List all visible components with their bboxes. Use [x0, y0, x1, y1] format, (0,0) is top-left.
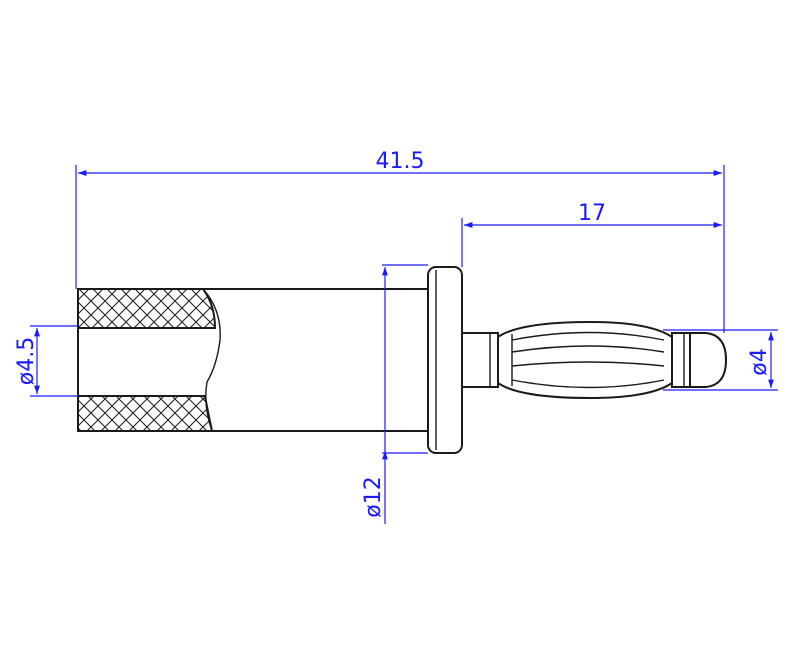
flange-diameter-label: ø12 [361, 476, 386, 517]
pin-diameter-label: ø4 [747, 348, 772, 375]
lamella-line-4 [511, 379, 665, 389]
lamella-line-2 [511, 345, 665, 353]
lamella-line-3 [511, 361, 665, 367]
pin-neck [671, 332, 691, 388]
flange [427, 266, 463, 454]
part-outline [77, 266, 728, 454]
lamella-line-1 [511, 331, 665, 341]
pin-shank [461, 332, 499, 388]
dim-overall-length: 41.5 [75, 149, 725, 333]
plug-length-label: 17 [578, 201, 606, 226]
dim-bore-diameter: ø4.5 [14, 325, 78, 397]
knurl-lower [77, 395, 214, 432]
break-line [202, 288, 221, 432]
dim-pin-diameter: ø4 [663, 329, 778, 391]
overall-length-label: 41.5 [376, 149, 425, 174]
spring-lamella [497, 320, 673, 400]
bore-diameter-label: ø4.5 [14, 337, 39, 385]
dim-flange-diameter: ø12 [361, 264, 428, 524]
knurl-upper [77, 288, 217, 329]
dim-plug-length: 17 [461, 201, 722, 267]
pin-tip [689, 332, 728, 388]
